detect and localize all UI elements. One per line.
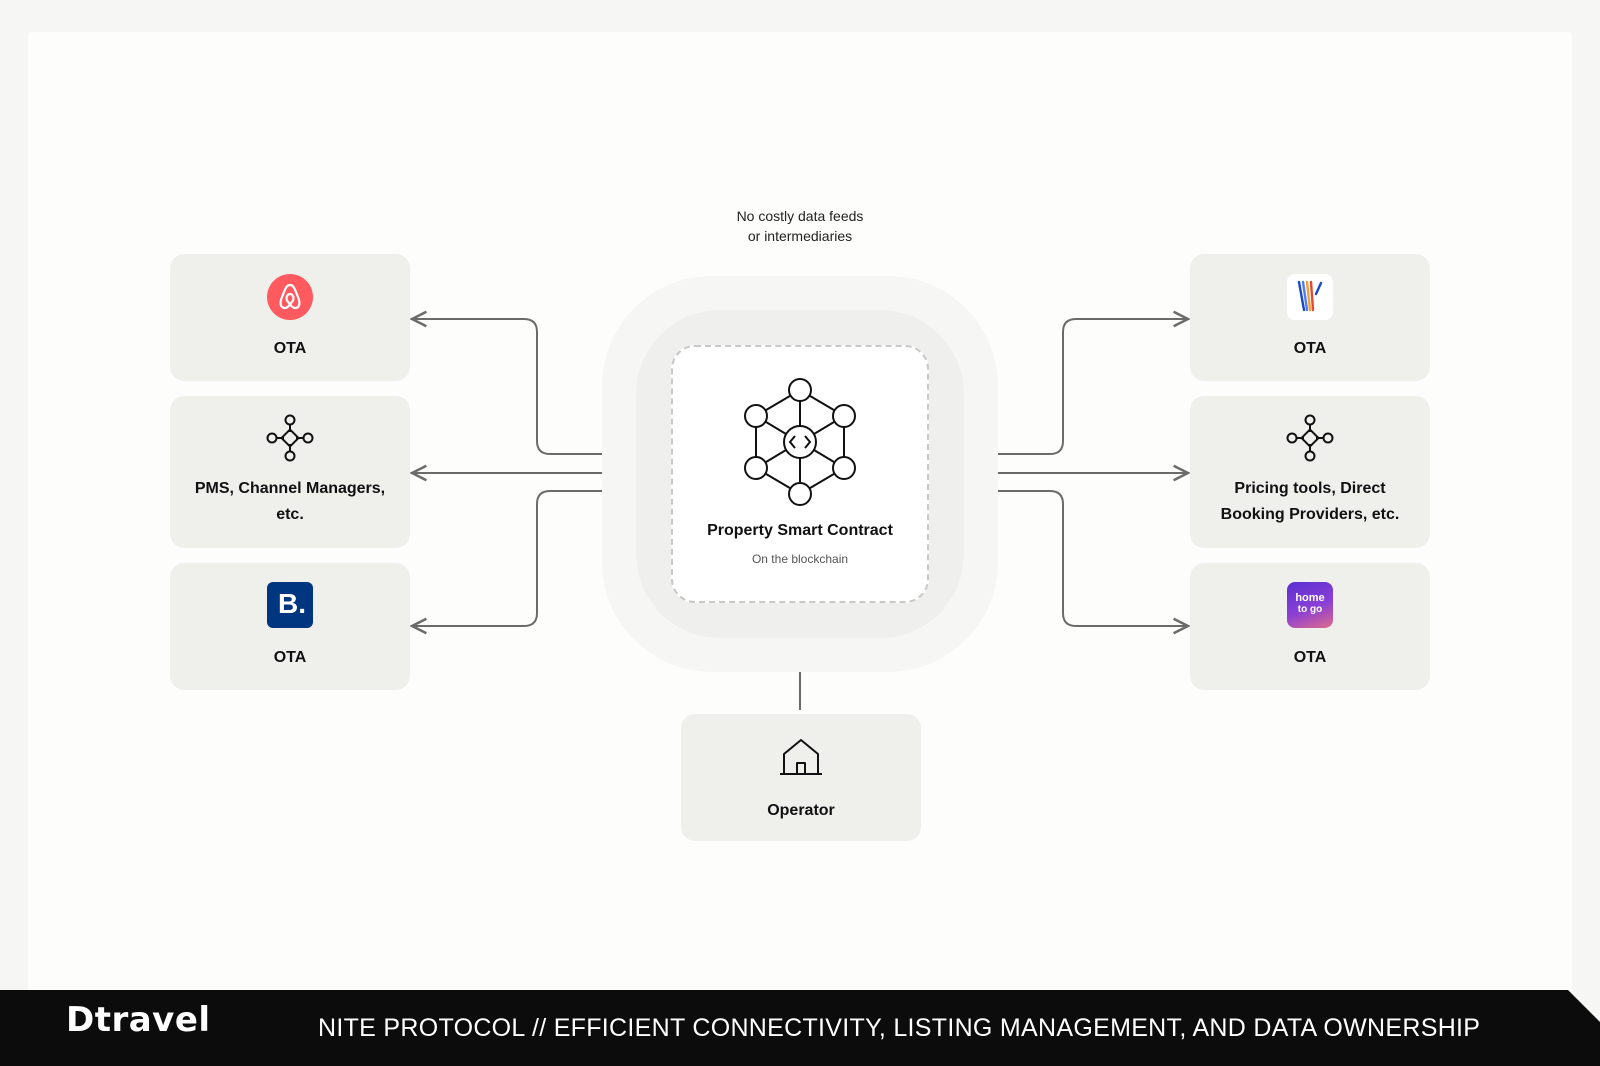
footer-bar: Dtravel NITE PROTOCOL // EFFICIENT CONNE… xyxy=(0,990,1600,1066)
card-label-line-2: etc. xyxy=(276,506,304,523)
network-hub-icon xyxy=(266,414,314,462)
card-label-line-2: Booking Providers, etc. xyxy=(1220,506,1400,523)
arrow-right-bottom xyxy=(930,491,1188,626)
card-right-ota-vrbo: OTA xyxy=(1190,254,1430,381)
core-title: Property Smart Contract xyxy=(707,522,893,539)
booking-logo-text: B. xyxy=(278,588,306,619)
booking-logo-icon: B. xyxy=(267,582,313,628)
arrow-left-top xyxy=(412,319,670,454)
arrow-right-top xyxy=(930,319,1188,454)
smart-contract-network-icon xyxy=(744,378,856,506)
no-intermediaries-note: No costly data feeds or intermediaries xyxy=(700,206,900,246)
house-icon xyxy=(780,739,822,775)
card-label: OTA xyxy=(1293,340,1327,357)
card-label: Pricing tools, Direct Booking Providers,… xyxy=(1221,476,1400,528)
vrbo-logo-icon xyxy=(1287,274,1333,320)
card-label: Operator xyxy=(767,802,835,819)
card-label-line-1: PMS, Channel Managers, xyxy=(194,480,386,497)
card-right-ota-hometogo: home to go OTA xyxy=(1190,563,1430,690)
hometogo-logo-line-2: to go xyxy=(1297,604,1323,615)
card-label: OTA xyxy=(273,340,307,357)
card-label: OTA xyxy=(1293,649,1327,666)
airbnb-logo-icon xyxy=(267,274,313,320)
arrow-left-bottom xyxy=(412,491,670,626)
card-left-pms-channel-managers: PMS, Channel Managers, etc. xyxy=(170,396,410,548)
footer-title: NITE PROTOCOL // EFFICIENT CONNECTIVITY,… xyxy=(318,1014,1481,1042)
core-subtitle: On the blockchain xyxy=(751,552,849,566)
hometogo-logo-line-1: home xyxy=(1295,592,1325,604)
network-hub-icon xyxy=(1286,414,1334,462)
card-label: PMS, Channel Managers, etc. xyxy=(195,476,385,528)
hometogo-logo-icon: home to go xyxy=(1287,582,1333,628)
card-label-line-1: Pricing tools, Direct xyxy=(1234,480,1386,497)
card-left-ota-airbnb: OTA xyxy=(170,254,410,381)
dtravel-logo: Dtravel xyxy=(66,1000,211,1040)
card-right-pricing-tools: Pricing tools, Direct Booking Providers,… xyxy=(1190,396,1430,548)
card-label: OTA xyxy=(273,649,307,666)
card-left-ota-booking: B. OTA xyxy=(170,563,410,690)
note-line-2: or intermediaries xyxy=(747,228,853,244)
note-line-1: No costly data feeds xyxy=(736,208,864,224)
card-operator: Operator xyxy=(681,714,921,841)
